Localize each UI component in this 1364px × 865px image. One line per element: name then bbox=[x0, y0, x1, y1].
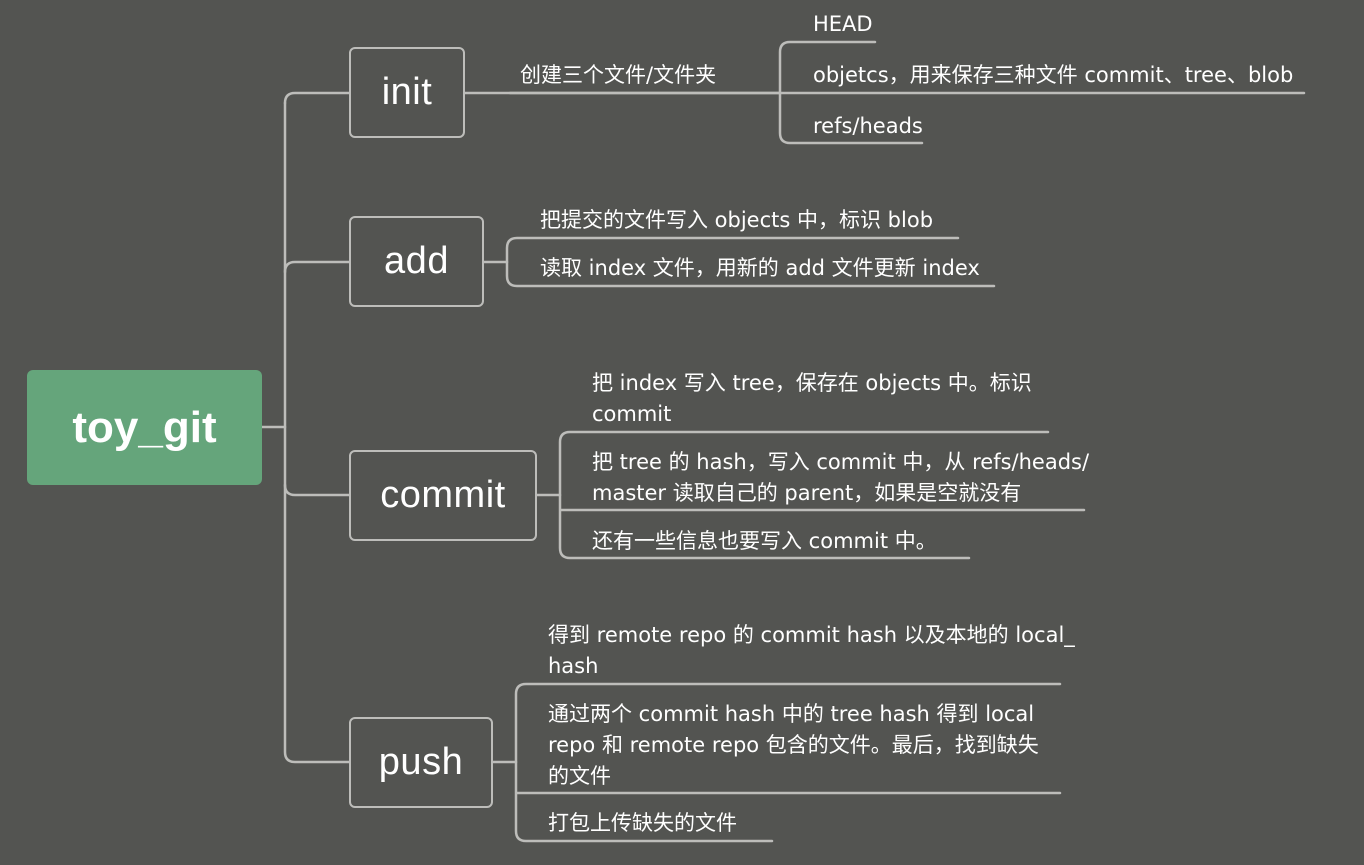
add-item-write-objects[interactable]: 把提交的文件写入 objects 中，标识 blob bbox=[540, 208, 934, 232]
commit-item-write-hash[interactable]: 把 tree 的 hash，写入 commit 中，从 refs/heads/ … bbox=[592, 447, 1089, 509]
commit-item-2-line-2: master 读取自己的 parent，如果是空就没有 bbox=[592, 481, 1022, 505]
add-item-update-index[interactable]: 读取 index 文件，用新的 add 文件更新 index bbox=[540, 256, 980, 280]
push-item-2-line-3: 的文件 bbox=[548, 764, 611, 788]
branch-node-add[interactable]: add bbox=[349, 216, 484, 307]
root-label: toy_git bbox=[72, 402, 217, 452]
init-item-refs-heads[interactable]: refs/heads bbox=[813, 114, 923, 138]
branch-label-add: add bbox=[384, 240, 449, 282]
push-item-1-line-2: hash bbox=[548, 654, 599, 678]
spine-line bbox=[283, 91, 351, 105]
commit-item-3-line-1: 还有一些信息也要写入 commit 中。 bbox=[592, 529, 937, 553]
push-item-2-line-1: 通过两个 commit hash 中的 tree hash 得到 local bbox=[548, 702, 1035, 726]
commit-item-1-line-2: commit bbox=[592, 402, 672, 426]
branch-label-push: push bbox=[378, 741, 464, 783]
branch-node-push[interactable]: push bbox=[349, 717, 493, 808]
branch-node-commit[interactable]: commit bbox=[349, 450, 537, 541]
push-bracket bbox=[514, 682, 1062, 843]
branch-label-init: init bbox=[381, 71, 433, 113]
push-item-1-line-1: 得到 remote repo 的 commit hash 以及本地的 local… bbox=[548, 623, 1075, 647]
push-item-3-line-1: 打包上传缺失的文件 bbox=[548, 811, 737, 835]
push-item-upload[interactable]: 打包上传缺失的文件 bbox=[548, 808, 737, 839]
branch-node-init[interactable]: init bbox=[349, 47, 465, 138]
init-item-objects[interactable]: objetcs，用来保存三种文件 commit、tree、blob bbox=[813, 63, 1294, 87]
init-item-head[interactable]: HEAD bbox=[813, 12, 873, 36]
push-item-2-line-2: repo 和 remote repo 包含的文件。最后，找到缺失 bbox=[548, 733, 1039, 757]
add-bracket bbox=[505, 236, 996, 288]
push-item-get-hash[interactable]: 得到 remote repo 的 commit hash 以及本地的 local… bbox=[548, 620, 1075, 682]
commit-item-write-tree[interactable]: 把 index 写入 tree，保存在 objects 中。标识 commit bbox=[592, 368, 1032, 430]
spine-vertical bbox=[283, 101, 351, 764]
branch-link-add bbox=[283, 260, 351, 274]
branch-label-commit: commit bbox=[380, 474, 506, 516]
commit-item-2-line-1: 把 tree 的 hash，写入 commit 中，从 refs/heads/ bbox=[592, 450, 1090, 474]
push-item-diff-files[interactable]: 通过两个 commit hash 中的 tree hash 得到 local r… bbox=[548, 699, 1039, 792]
init-bracket bbox=[778, 40, 1306, 145]
branch-link-commit bbox=[283, 483, 351, 497]
root-node-toy-git[interactable]: toy_git bbox=[27, 370, 262, 485]
commit-item-extra-info[interactable]: 还有一些信息也要写入 commit 中。 bbox=[592, 526, 937, 557]
init-topic[interactable]: 创建三个文件/文件夹 bbox=[520, 63, 717, 87]
commit-bracket bbox=[558, 430, 1086, 560]
commit-item-1-line-1: 把 index 写入 tree，保存在 objects 中。标识 bbox=[592, 371, 1032, 395]
